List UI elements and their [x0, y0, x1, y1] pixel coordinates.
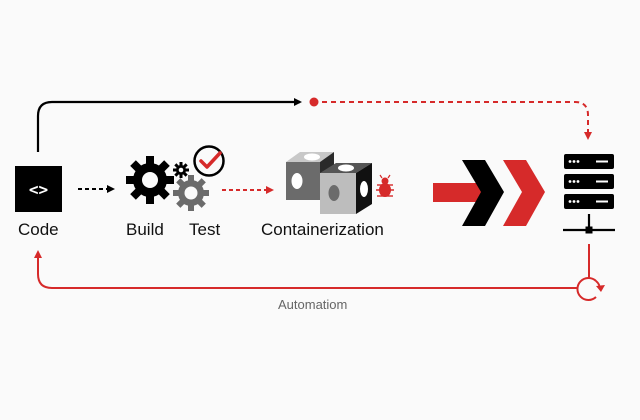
stage-label-containerization: Containerization: [261, 220, 384, 239]
gears-icon: [126, 156, 209, 211]
stage-label-code: Code: [18, 220, 59, 239]
checkmark-circle-icon: [193, 145, 225, 177]
code-brackets-icon: <>: [28, 179, 49, 199]
cubes-icon: [286, 152, 372, 214]
top-dashed-red-line: [309, 97, 592, 140]
automation-loop-line: [34, 244, 590, 289]
server-rack-icon: [563, 154, 615, 234]
top-flow-line: [36, 98, 302, 152]
double-chevron-arrow-icon: [433, 160, 545, 226]
automation-label: Automatiom: [278, 297, 348, 312]
stage-label-test: Test: [189, 220, 221, 239]
bug-icon: [376, 174, 394, 197]
stage-label-build: Build: [126, 220, 164, 239]
refresh-cycle-icon: [576, 277, 605, 301]
code-icon-box: <>: [15, 166, 62, 212]
